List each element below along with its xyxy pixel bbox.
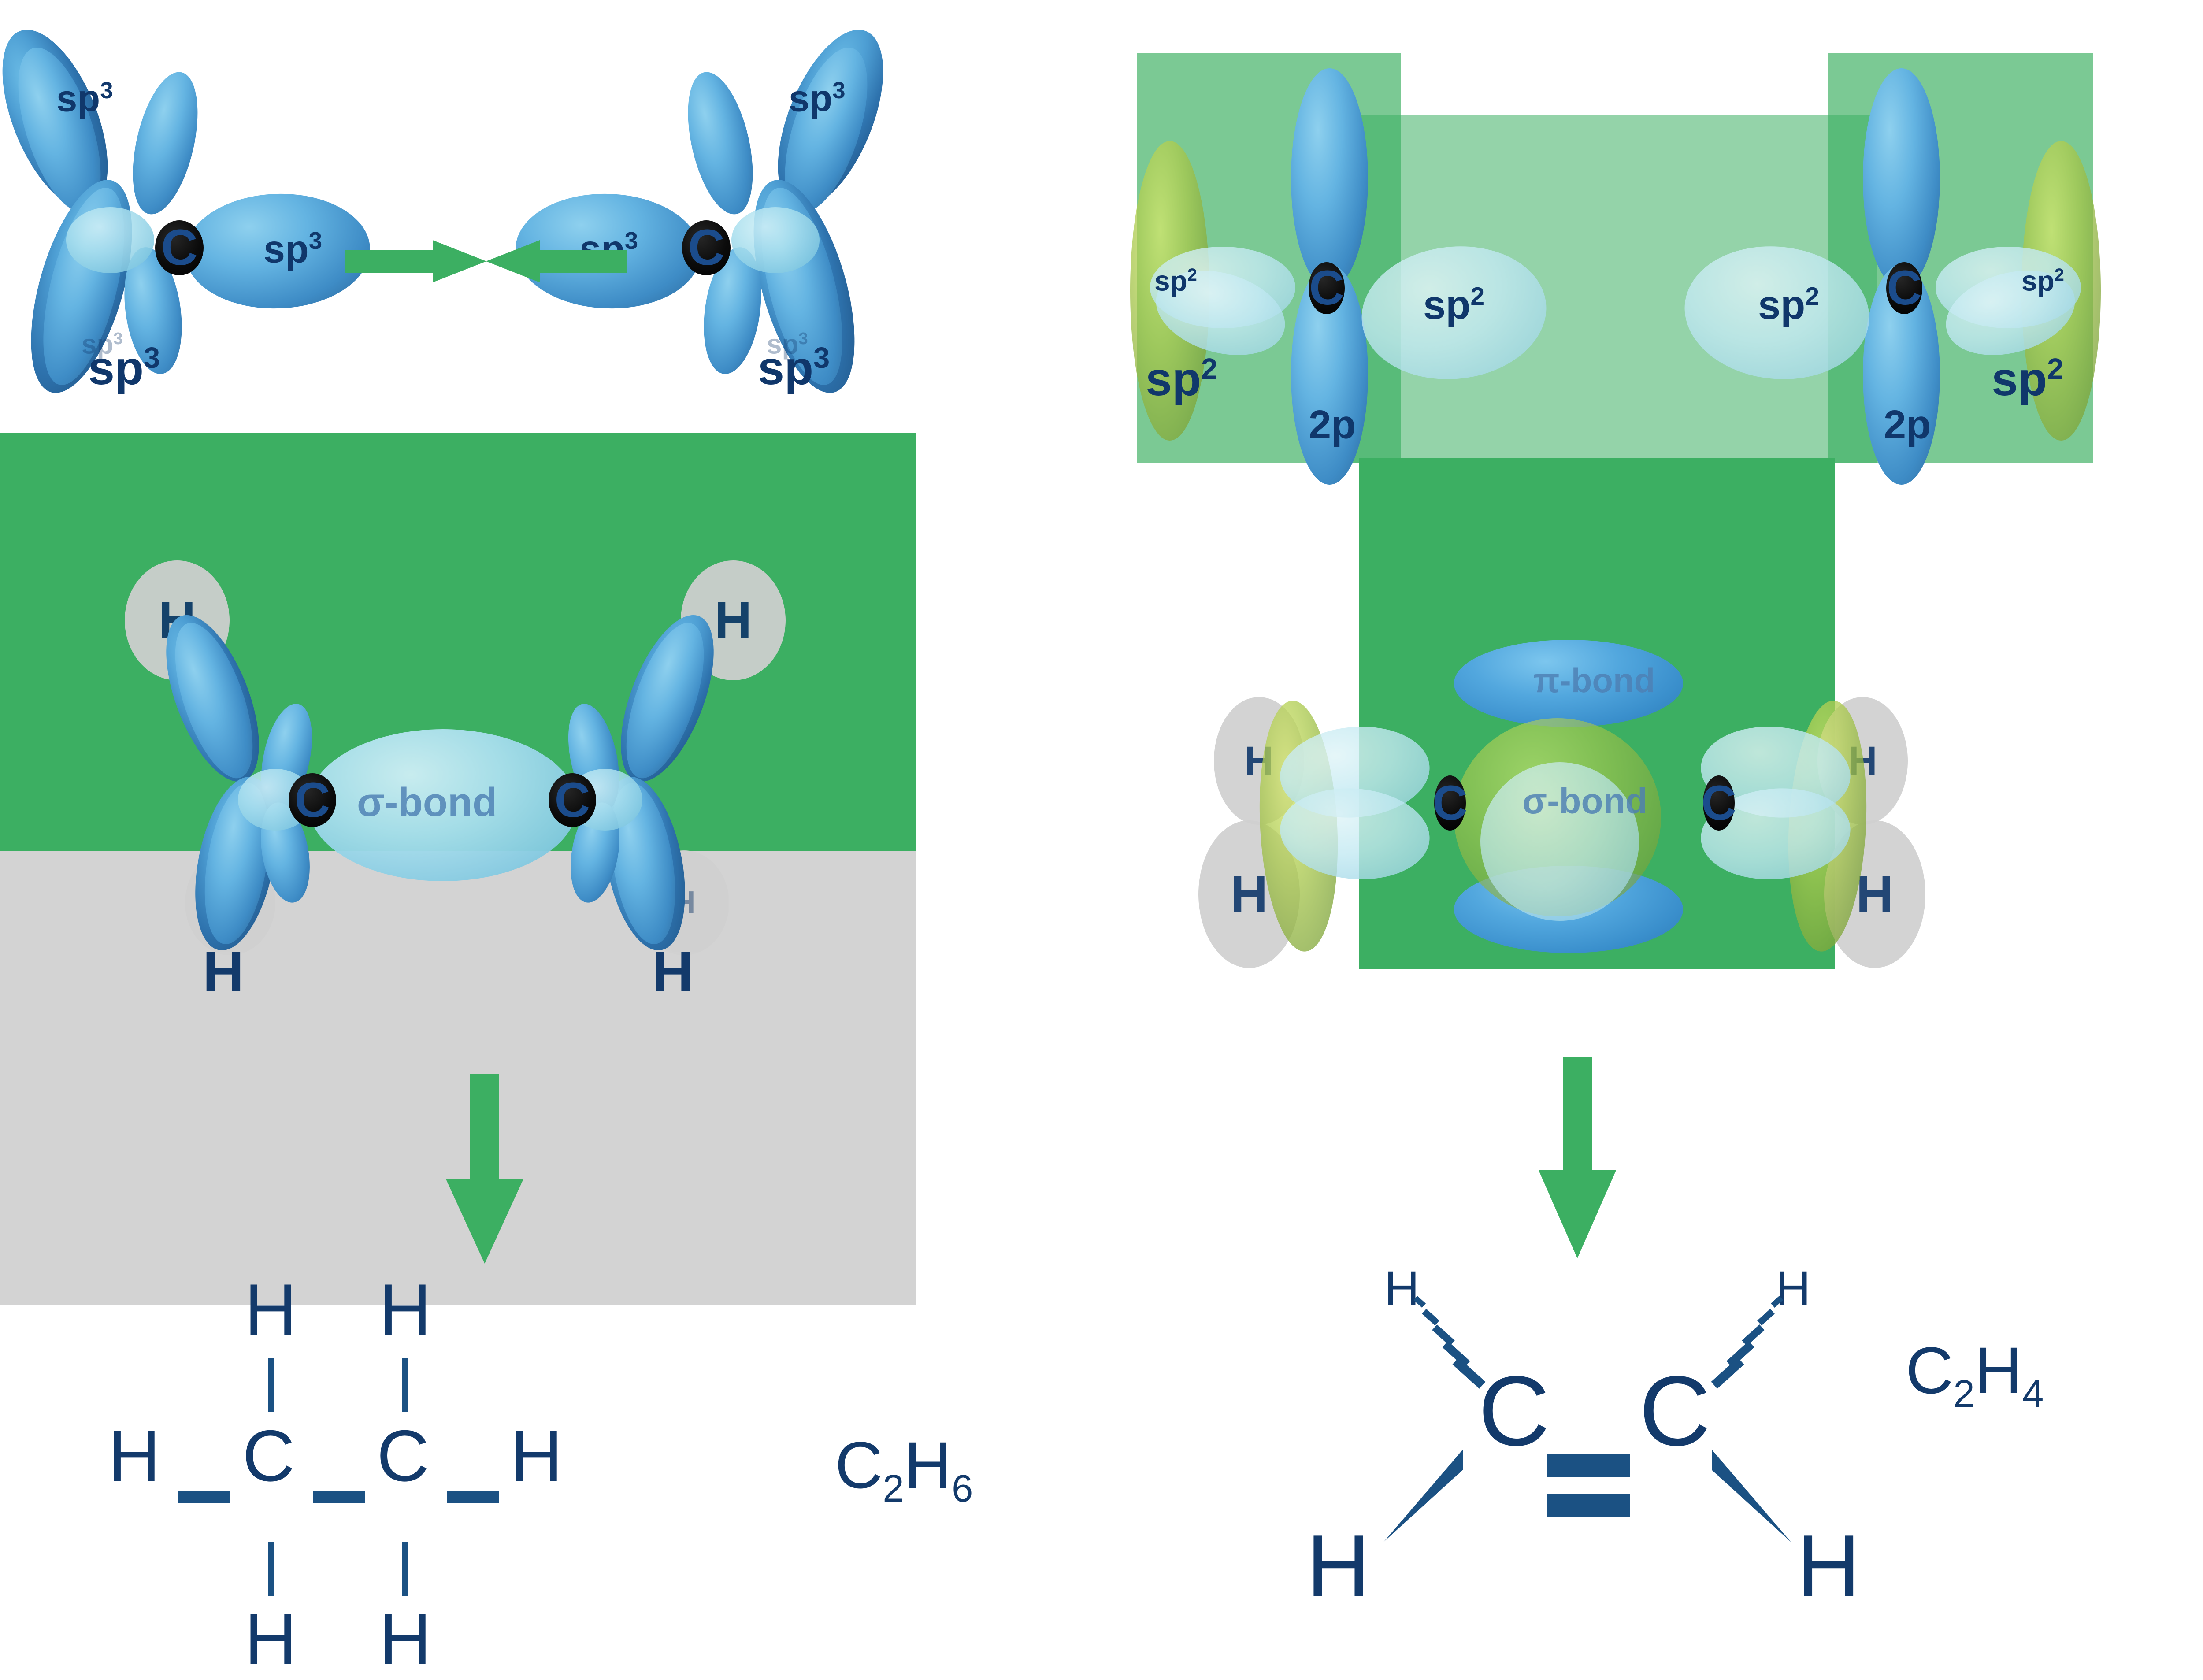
formula-carbon: C	[1639, 1355, 1711, 1466]
orbital-label-sp3: sp3	[789, 78, 846, 120]
pi-bond-lobe	[1454, 640, 1683, 727]
carbon-label: C	[688, 219, 725, 276]
bond-horizontal	[178, 1491, 230, 1503]
carbon-sphere: C	[1701, 775, 1736, 831]
molecular-formula-ethylene: C2H4	[1906, 1333, 2044, 1415]
carbon-label: C	[161, 219, 198, 276]
carbon-sphere: C	[1432, 775, 1468, 831]
2p-lobe	[1291, 68, 1368, 289]
transition-arrow-down-icon	[445, 1074, 524, 1264]
arrow-right-icon	[345, 240, 486, 282]
transition-arrow-down-icon	[1538, 1057, 1617, 1264]
orbital-label-sp3: sp3	[263, 227, 323, 271]
bond-vertical	[268, 1358, 274, 1412]
orbital-label-sp2: sp2	[1758, 282, 1820, 328]
orbital-label-sp2: sp2	[1423, 282, 1485, 328]
arrow-left-icon	[486, 240, 627, 282]
formula-hydrogen: H	[379, 1598, 432, 1680]
2p-lobe	[1863, 68, 1940, 289]
formula-carbon: C	[242, 1415, 295, 1496]
sp3-lobe	[676, 66, 765, 221]
orbital-label-sp2: sp2	[1992, 352, 2064, 405]
bond-horizontal	[313, 1491, 365, 1503]
carbon-label: C	[1432, 775, 1468, 830]
orbital-label-sp3: sp3	[758, 341, 830, 394]
formula-hydrogen: H	[510, 1415, 563, 1496]
formula-hydrogen: H	[1797, 1517, 1861, 1615]
orbital-label-2p: 2p	[1309, 402, 1356, 447]
formula-carbon: C	[377, 1415, 430, 1496]
orbital-label-2p: 2p	[1884, 402, 1931, 447]
sp3-lobe	[66, 207, 154, 273]
sigma-bond-label: σ-bond	[357, 780, 497, 825]
sigma-bond-overlap	[1480, 762, 1639, 921]
sigma-bond-overlap	[308, 729, 577, 881]
formula-hydrogen: H	[1306, 1517, 1370, 1615]
hydrogen-label: H	[203, 939, 244, 1004]
sp3-lobe	[731, 207, 820, 273]
carbon-sphere: C	[1309, 262, 1345, 314]
bond-vertical	[402, 1542, 408, 1596]
bond-vertical	[268, 1542, 274, 1596]
pi-bond-label: π-bond	[1533, 661, 1655, 700]
hydrogen-label: H	[1230, 865, 1268, 923]
carbon-label: C	[1701, 775, 1736, 830]
orbital-label-sp3: sp3	[767, 329, 808, 360]
carbon-label: C	[1887, 261, 1922, 315]
hydrogen-sphere: H	[1198, 820, 1300, 968]
carbon-sphere: C	[682, 220, 731, 275]
formula-hydrogen: H	[1776, 1261, 1811, 1316]
formula-hydrogen: H	[1384, 1261, 1420, 1316]
solid-wedge	[1712, 1450, 1791, 1542]
carbon-label: C	[294, 772, 330, 827]
bond-horizontal	[447, 1491, 499, 1503]
sp3-lobe	[121, 66, 210, 221]
orbital-label-sp2: sp2	[1154, 265, 1197, 297]
hydrogen-label: H	[714, 591, 752, 649]
formula-hydrogen: H	[379, 1269, 432, 1350]
carbon-label: C	[554, 772, 590, 827]
carbon-sphere: C	[289, 773, 336, 827]
hydrogen-label: H	[1856, 865, 1894, 923]
formula-hydrogen: H	[245, 1598, 297, 1680]
molecular-formula-ethane: C2H6	[835, 1428, 973, 1510]
bond-vertical	[402, 1358, 408, 1412]
carbon-label: C	[1309, 261, 1344, 315]
formula-carbon: C	[1478, 1355, 1550, 1466]
carbon-sphere: C	[155, 220, 204, 275]
sigma-bond-label: σ-bond	[1522, 781, 1647, 821]
hydrogen-label: H	[652, 939, 694, 1004]
carbon-sphere: C	[549, 773, 596, 827]
carbon-sphere: C	[1886, 262, 1922, 314]
solid-wedge	[1383, 1450, 1463, 1542]
orbital-label-sp3: sp3	[56, 78, 113, 120]
orbital-label-sp3: sp3	[82, 329, 123, 360]
orbital-label-sp2: sp2	[1146, 352, 1218, 405]
formula-hydrogen: H	[108, 1415, 161, 1496]
formula-hydrogen: H	[245, 1269, 297, 1350]
double-bond-lower	[1547, 1494, 1630, 1517]
orbital-label-sp3: sp3	[88, 341, 160, 394]
orbital-label-sp2: sp2	[2021, 265, 2064, 297]
double-bond-upper	[1547, 1454, 1630, 1477]
